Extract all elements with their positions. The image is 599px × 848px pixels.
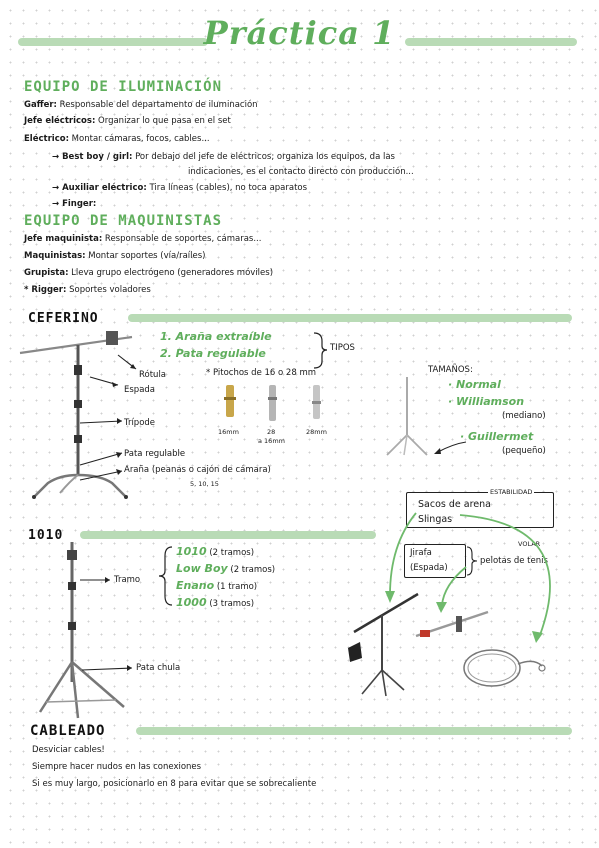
mil-heading: 1010 bbox=[28, 528, 64, 543]
mil-bar bbox=[80, 531, 376, 539]
iluminacion-heading: EQUIPO DE ILUMINACIÓN bbox=[24, 79, 223, 95]
jirafa-illustration bbox=[348, 592, 419, 697]
part-tripode: Trípode bbox=[124, 418, 156, 428]
maquinistas-line-rigger: * Rigger: Soportes voladores bbox=[24, 285, 151, 295]
part-rotula: Rótula bbox=[139, 370, 167, 380]
type-arana: 1. Araña extraíble bbox=[160, 330, 272, 343]
part-espada: Espada bbox=[124, 385, 156, 395]
pitochos-illustration bbox=[224, 385, 321, 421]
size-williamson-note: (mediano) bbox=[502, 411, 546, 421]
pitocho-label-a16: a 16mm bbox=[258, 437, 285, 445]
title-bar-right bbox=[405, 38, 577, 46]
arana-sizes: 5, 10, 15 bbox=[190, 480, 219, 488]
volar-box bbox=[404, 544, 466, 578]
c-stand-illustration bbox=[19, 331, 133, 499]
volar-note: pelotas de tenis bbox=[480, 556, 548, 566]
cableado-bar bbox=[136, 727, 572, 735]
arana-label: Araña (peanas o cajón de cámara) bbox=[124, 465, 271, 475]
cableado-line-2: Siempre hacer nudos en las conexiones bbox=[32, 762, 202, 772]
cableado-heading: CABLEADO bbox=[30, 723, 106, 739]
part-pata-regulable: Pata regulable bbox=[124, 449, 186, 459]
maquinistas-line-jefe: Jefe maquinista: Responsable de soportes… bbox=[24, 234, 262, 244]
green-arrows bbox=[385, 512, 551, 643]
estabilidad-slingas: Slingas bbox=[418, 514, 453, 525]
mil-item-lowboy: Low Boy (2 tramos) bbox=[176, 562, 276, 575]
ceferino-bar bbox=[128, 314, 572, 322]
page-title: Práctica 1 bbox=[203, 14, 396, 52]
pitochos-label: * Pitochos de 16 o 28 mm bbox=[206, 368, 317, 378]
small-c-stand-illustration bbox=[386, 377, 428, 456]
pitocho-label-28mm: 28mm bbox=[306, 428, 327, 436]
volar-espada: (Espada) bbox=[410, 563, 448, 573]
best-boy-line: → Best boy / girl: Por debajo del jefe d… bbox=[52, 152, 395, 162]
maquinistas-line-maquinistas: Maquinistas: Montar soportes (vía/raíles… bbox=[24, 251, 206, 261]
guillermet-arrow bbox=[434, 441, 467, 454]
maquinistas-heading: EQUIPO DE MAQUINISTAS bbox=[24, 213, 223, 229]
auxiliar-line: → Auxiliar eléctrico: Tira líneas (cable… bbox=[52, 183, 308, 193]
tipos-brace bbox=[313, 332, 328, 369]
volar-label: VOLAR bbox=[516, 539, 543, 550]
volar-brace bbox=[466, 546, 478, 576]
size-williamson: · Williamson bbox=[448, 395, 525, 408]
pitocho-label-28: 28 bbox=[267, 428, 276, 436]
size-guillermet-note: (pequeño) bbox=[502, 446, 546, 456]
tamanos-label: TAMAÑOS: bbox=[428, 365, 473, 375]
size-normal: · Normal bbox=[448, 378, 501, 391]
estabilidad-sacos: Sacos de arena bbox=[418, 499, 491, 510]
mil-arrows bbox=[80, 577, 133, 671]
iluminacion-line-jefe: Jefe eléctricos: Organizar lo que pasa e… bbox=[24, 116, 231, 126]
maquinistas-line-grupista: Grupista: Lleva grupo electrógeno (gener… bbox=[24, 268, 274, 278]
estabilidad-label: ESTABILIDAD bbox=[488, 487, 535, 498]
espada-arm-illustration bbox=[415, 610, 489, 638]
cableado-line-1: Desviciar cables! bbox=[32, 745, 105, 755]
mil-item-1010: 1010 (2 tramos) bbox=[176, 545, 255, 558]
volar-jirafa: Jirafa bbox=[410, 548, 432, 558]
slinga-illustration bbox=[463, 649, 546, 687]
title-bar-left bbox=[18, 38, 208, 46]
size-guillermet: · Guillermet bbox=[460, 430, 534, 443]
mil-pata-label: Pata chula bbox=[136, 663, 181, 673]
cableado-line-3: Si es muy largo, posicionarlo en 8 para … bbox=[32, 779, 317, 789]
tipos-label: TIPOS bbox=[330, 343, 355, 353]
mil-item-1000: 1000 (3 tramos) bbox=[176, 596, 255, 609]
mil-item-enano: Enano (1 tramo) bbox=[176, 579, 258, 592]
stand-1010-illustration bbox=[38, 542, 125, 719]
iluminacion-line-electrico: Eléctrico: Montar cámaras, focos, cables… bbox=[24, 134, 210, 144]
mil-tramo-label: Tramo bbox=[114, 575, 141, 585]
pitocho-label-16: 16mm bbox=[218, 428, 239, 436]
estabilidad-box bbox=[406, 492, 554, 528]
ceferino-heading: CEFERINO bbox=[28, 311, 99, 326]
best-boy-line-2: indicaciones, es el contacto directo con… bbox=[188, 167, 414, 177]
type-pata: 2. Pata regulable bbox=[160, 347, 266, 360]
finger-line: → Finger: bbox=[52, 199, 97, 209]
mil-brace bbox=[158, 546, 173, 606]
iluminacion-line-gaffer: Gaffer: Responsable del departamento de … bbox=[24, 100, 258, 110]
ceferino-arrows bbox=[79, 354, 137, 481]
